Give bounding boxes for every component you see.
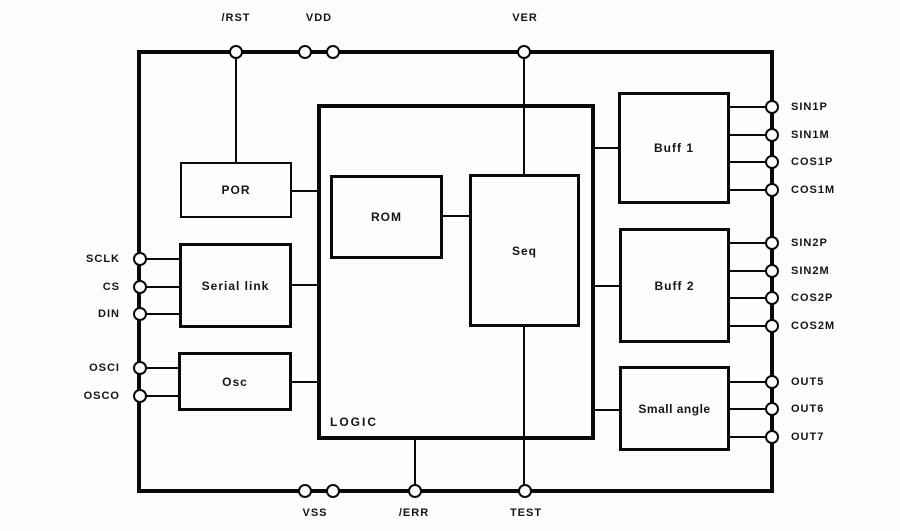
block-por: POR xyxy=(180,162,292,218)
pin-vdd-b xyxy=(326,45,340,59)
pin-cos1m xyxy=(765,183,779,197)
pin-osco xyxy=(133,389,147,403)
wire-logic-buff1 xyxy=(593,147,620,149)
wire-por-logic xyxy=(292,190,319,192)
pin-label-sin1p: SIN1P xyxy=(791,101,828,113)
wire-seq-to-test xyxy=(523,325,525,489)
pin-cs xyxy=(133,280,147,294)
wire-sin2m xyxy=(730,270,770,272)
pin-label-vss: VSS xyxy=(302,507,328,519)
block-osc-label: Osc xyxy=(222,374,248,389)
wire-sin1m xyxy=(730,134,770,136)
pin-err xyxy=(408,484,422,498)
pin-label-osci: OSCI xyxy=(89,362,120,374)
block-logic-label: LOGIC xyxy=(330,415,378,429)
wire-logic-smallangle xyxy=(593,409,621,411)
block-rom: ROM xyxy=(330,175,443,259)
block-buff2: Buff 2 xyxy=(619,228,730,343)
block-seq-label: Seq xyxy=(511,243,537,258)
pin-label-sin1m: SIN1M xyxy=(791,129,830,141)
pin-label-sin2p: SIN2P xyxy=(791,237,828,249)
wire-rst-to-por xyxy=(235,54,237,164)
pin-out5 xyxy=(765,375,779,389)
block-serial-link-label: Serial link xyxy=(201,278,270,293)
block-osc: Osc xyxy=(178,352,292,411)
pin-rst xyxy=(229,45,243,59)
block-small-angle-label: Small angle xyxy=(638,401,711,416)
pin-label-cs: CS xyxy=(102,281,120,293)
pin-label-cos2p: COS2P xyxy=(791,292,834,304)
pin-label-sclk: SCLK xyxy=(86,253,120,265)
pin-label-out5: OUT5 xyxy=(791,376,825,388)
block-por-label: POR xyxy=(221,183,251,197)
block-buff1: Buff 1 xyxy=(618,92,730,204)
pin-sclk xyxy=(133,252,147,266)
block-buff2-label: Buff 2 xyxy=(654,278,695,293)
wire-rom-seq xyxy=(443,215,471,217)
block-small-angle: Small angle xyxy=(619,366,730,451)
pin-label-osco: OSCO xyxy=(83,390,120,402)
wire-ver-to-seq xyxy=(523,54,525,178)
pin-vss-b xyxy=(326,484,340,498)
pin-sin1p xyxy=(765,100,779,114)
wire-out5 xyxy=(730,381,770,383)
wire-out6 xyxy=(730,408,770,410)
pin-vdd-a xyxy=(298,45,312,59)
pin-label-cos1p: COS1P xyxy=(791,156,834,168)
block-logic: LOGIC xyxy=(317,104,595,440)
wire-cos2p xyxy=(730,297,770,299)
pin-sin1m xyxy=(765,128,779,142)
wire-cos1p xyxy=(730,161,770,163)
pin-cos2p xyxy=(765,291,779,305)
wire-logic-to-err xyxy=(414,436,416,489)
wire-cs xyxy=(142,286,182,288)
pin-sin2m xyxy=(765,264,779,278)
pin-sin2p xyxy=(765,236,779,250)
pin-vss-a xyxy=(298,484,312,498)
pin-test xyxy=(518,484,532,498)
block-serial-link: Serial link xyxy=(179,243,292,328)
block-seq: Seq xyxy=(469,174,580,327)
pin-label-sin2m: SIN2M xyxy=(791,265,830,277)
pin-din xyxy=(133,307,147,321)
pin-osci xyxy=(133,361,147,375)
pin-cos2m xyxy=(765,319,779,333)
pin-ver xyxy=(517,45,531,59)
wire-cos1m xyxy=(730,189,770,191)
wire-cos2m xyxy=(730,325,770,327)
pin-label-ver: VER xyxy=(512,12,538,24)
pin-label-vdd: VDD xyxy=(305,12,333,24)
pin-label-din: DIN xyxy=(98,308,120,320)
wire-osco xyxy=(142,395,180,397)
pin-label-cos2m: COS2M xyxy=(791,320,836,332)
pin-out6 xyxy=(765,402,779,416)
pin-label-test: TEST xyxy=(509,507,543,519)
pin-label-out6: OUT6 xyxy=(791,403,825,415)
wire-serial-logic xyxy=(292,284,319,286)
block-rom-label: ROM xyxy=(371,210,402,224)
pin-cos1p xyxy=(765,155,779,169)
block-buff1-label: Buff 1 xyxy=(654,141,694,155)
pin-label-rst: /RST xyxy=(221,12,251,24)
wire-sin1p xyxy=(730,106,770,108)
wire-din xyxy=(142,313,182,315)
wire-sclk xyxy=(142,258,182,260)
pin-label-err: /ERR xyxy=(398,507,430,519)
wire-osc-logic xyxy=(292,381,319,383)
wire-out7 xyxy=(730,436,770,438)
pin-out7 xyxy=(765,430,779,444)
wire-osci xyxy=(142,367,180,369)
wire-sin2p xyxy=(730,242,770,244)
pin-label-cos1m: COS1M xyxy=(791,184,836,196)
pin-label-out7: OUT7 xyxy=(791,431,825,443)
wire-logic-buff2 xyxy=(593,285,621,287)
